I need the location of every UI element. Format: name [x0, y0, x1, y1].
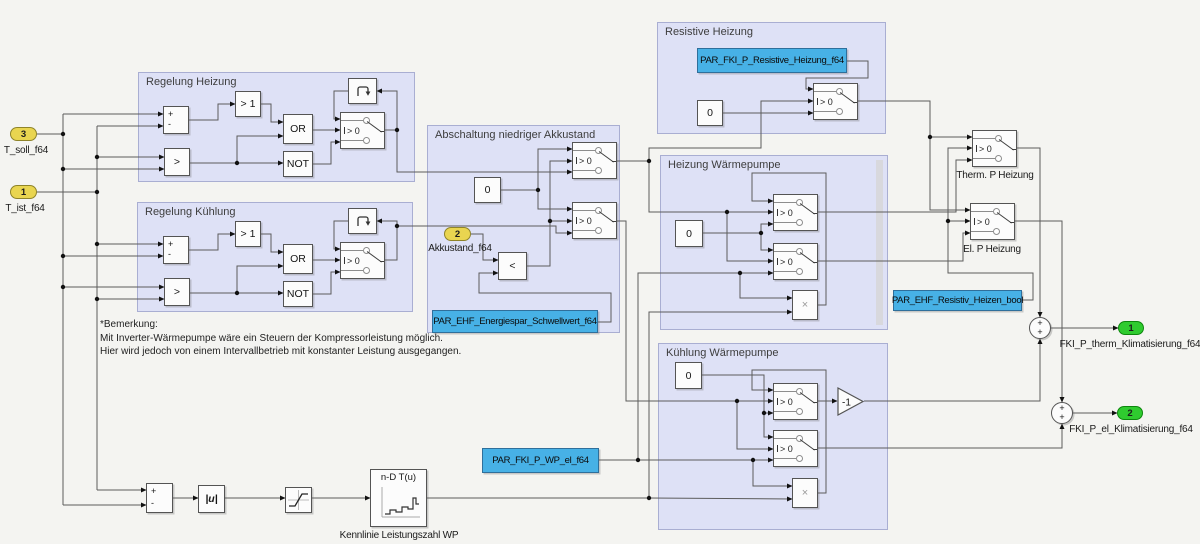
constant-zero-resistive[interactable]: 0: [697, 100, 723, 126]
saturation-block[interactable]: [285, 487, 312, 513]
memory-block-kuehlung[interactable]: [348, 208, 377, 234]
inport-t-ist-label: T_ist_f64: [5, 203, 45, 214]
relational-lt-akkustand[interactable]: <: [498, 252, 527, 280]
constant-zero-kuehlung-wp[interactable]: 0: [675, 362, 702, 389]
inport-t-soll-label: T_soll_f64: [3, 145, 49, 156]
switch-block-heizung-wp-el[interactable]: > 0: [773, 243, 818, 280]
switch-icon: [973, 131, 1016, 166]
product-block-heizung-wp[interactable]: ×: [792, 290, 818, 320]
plus-sign: +: [168, 239, 174, 249]
abs-block[interactable]: |u|: [198, 485, 225, 513]
region-title: Heizung Wärmepumpe: [668, 159, 781, 171]
switch-icon: [774, 431, 817, 466]
region-title: Regelung Kühlung: [145, 206, 236, 218]
outport-el[interactable]: 2: [1117, 406, 1143, 420]
switch-block-resistive[interactable]: > 0: [813, 83, 858, 120]
switch-icon: [971, 204, 1014, 239]
or-block-heizung[interactable]: OR: [283, 114, 313, 144]
region-title: Kühlung Wärmepumpe: [666, 347, 779, 359]
sum-junction-el[interactable]: + +: [1051, 402, 1073, 424]
switch-block-kuehlung[interactable]: > 0: [340, 242, 385, 279]
annotation-note: *Bemerkung: Mit Inverter-Wärmepumpe wäre…: [100, 318, 461, 359]
region-title: Abschaltung niedriger Akkustand: [435, 129, 596, 141]
not-block-kuehlung[interactable]: NOT: [283, 281, 313, 307]
sum-junction-therm[interactable]: + +: [1029, 317, 1051, 339]
parameter-block-resistiv-heizen[interactable]: PAR_EHF_Resistiv_Heizen_bool: [892, 290, 1023, 311]
sum-block-temperature-diff[interactable]: + -: [146, 483, 173, 513]
abs-label: |u|: [205, 493, 218, 505]
relational-gt-heizung[interactable]: >: [164, 148, 190, 176]
switch-criteria: > 0: [576, 216, 592, 226]
lookup-table-block[interactable]: n-D T(u): [370, 469, 427, 527]
parameter-block-resistive-heizung[interactable]: PAR_FKI_P_Resistive_Heizung_f64: [697, 48, 847, 73]
el-p-heizung-label: El. P Heizung: [963, 244, 1021, 255]
minus-sign: -: [168, 119, 171, 129]
switch-icon: [774, 244, 817, 279]
memory-block-heizung[interactable]: [348, 78, 377, 104]
inport-akkustand-label: Akkustand_f64: [428, 243, 492, 254]
plus-sign: +: [1037, 327, 1043, 337]
product-block-kuehlung-wp[interactable]: ×: [792, 478, 818, 508]
constant-zero-abschaltung[interactable]: 0: [474, 177, 501, 203]
minus-sign: -: [151, 498, 154, 508]
gain-value: -1: [842, 398, 851, 409]
kennlinie-label: Kennlinie Leistungszahl WP: [339, 530, 459, 541]
switch-block-kuehlung-wp-therm[interactable]: > 0: [773, 383, 818, 420]
switch-icon: [573, 203, 616, 238]
minus-sign: -: [168, 249, 171, 259]
outport-therm[interactable]: 1: [1118, 321, 1144, 335]
switch-block-abschaltung-heizen[interactable]: > 0: [572, 142, 617, 179]
lut-title: n-D T(u): [380, 472, 417, 483]
relational-gt-kuehlung[interactable]: >: [164, 278, 190, 306]
outport-el-label: FKI_P_el_Klimatisierung_f64: [1069, 424, 1193, 435]
inner-strip: [876, 160, 883, 325]
switch-block-heizung[interactable]: > 0: [340, 112, 385, 149]
relational-gt1-heizung[interactable]: > 1: [235, 91, 261, 117]
therm-p-heizung-label: Therm. P Heizung: [956, 170, 1034, 181]
product-sign: ×: [801, 487, 809, 499]
region-title: Resistive Heizung: [665, 26, 754, 38]
outport-therm-label: FKI_P_therm_Klimatisierung_f64: [1059, 339, 1200, 350]
switch-icon: [341, 113, 384, 148]
switch-criteria: > 0: [344, 126, 360, 136]
switch-icon: [774, 384, 817, 419]
switch-block-therm-p-heizung[interactable]: > 0: [972, 130, 1017, 167]
note-line-3: Hier wird jedoch von einem Intervallbetr…: [100, 346, 462, 357]
note-line-2: Mit Inverter-Wärmepumpe wäre ein Steuern…: [100, 332, 443, 344]
note-line-1: *Bemerkung:: [100, 319, 158, 330]
plus-sign: +: [1059, 403, 1065, 413]
switch-block-abschaltung-kuehlen[interactable]: > 0: [572, 202, 617, 239]
relational-gt1-kuehlung[interactable]: > 1: [235, 221, 261, 247]
region-title: Regelung Heizung: [146, 76, 237, 88]
switch-icon: [774, 195, 817, 230]
gain-block-minus1[interactable]: -1: [837, 386, 865, 421]
memory-loop-icon: [356, 86, 370, 96]
inport-t-soll[interactable]: 3: [10, 127, 37, 141]
switch-icon: [341, 243, 384, 278]
not-block-heizung[interactable]: NOT: [283, 151, 313, 177]
memory-loop-icon: [356, 216, 370, 226]
parameter-block-wp-el[interactable]: PAR_FKI_P_WP_el_f64: [482, 448, 599, 473]
inport-akkustand[interactable]: 2: [444, 227, 471, 241]
switch-criteria: > 0: [344, 256, 360, 266]
switch-icon: [814, 84, 857, 119]
lut-staircase-icon: [381, 487, 420, 518]
switch-block-el-p-heizung[interactable]: > 0: [970, 203, 1015, 240]
constant-zero-heizung-wp[interactable]: 0: [675, 220, 703, 247]
saturation-icon: [288, 490, 309, 510]
plus-sign: +: [1059, 412, 1065, 422]
plus-sign: +: [151, 486, 157, 496]
switch-block-kuehlung-wp-el[interactable]: > 0: [773, 430, 818, 467]
sum-block-kuehlung[interactable]: + -: [163, 236, 189, 264]
sum-block-heizung[interactable]: + -: [163, 106, 189, 134]
switch-block-heizung-wp-therm[interactable]: > 0: [773, 194, 818, 231]
plus-sign: +: [168, 109, 174, 119]
switch-icon: [573, 143, 616, 178]
switch-criteria: > 0: [817, 97, 833, 107]
product-sign: ×: [801, 299, 809, 311]
inport-t-ist[interactable]: 1: [10, 185, 37, 199]
switch-criteria: > 0: [576, 156, 592, 166]
or-block-kuehlung[interactable]: OR: [283, 244, 313, 274]
